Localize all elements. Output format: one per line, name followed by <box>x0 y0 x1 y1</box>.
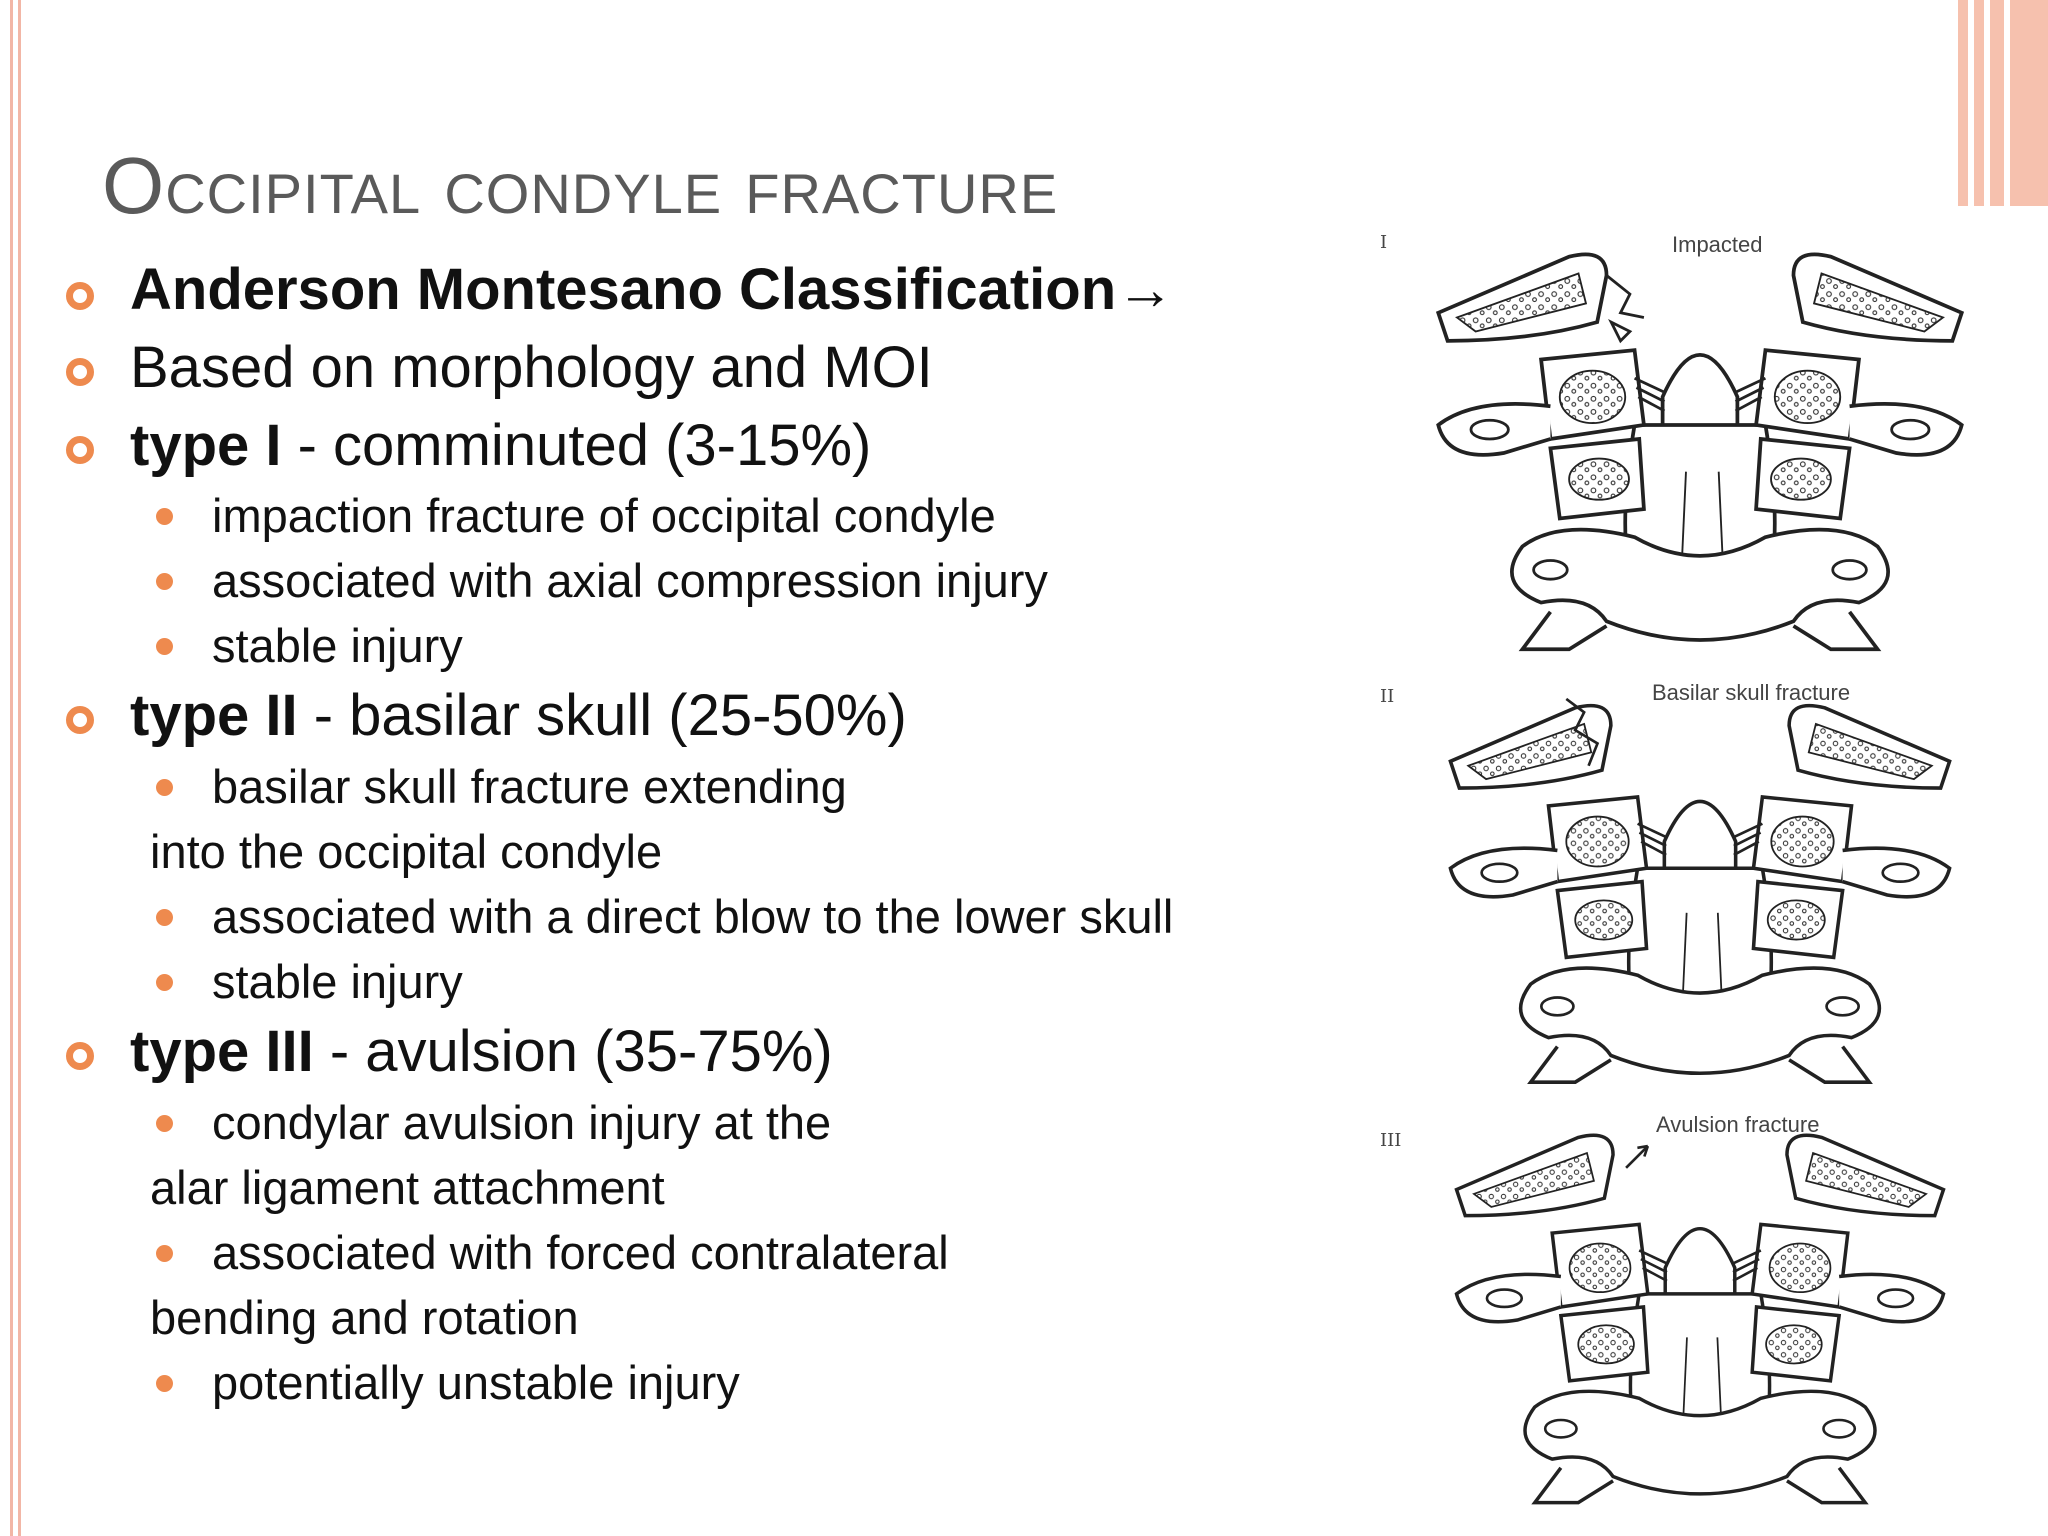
sub-bullet-marker <box>156 573 173 590</box>
sub-bullet: basilar skull fracture extending <box>212 760 847 813</box>
illustration-basilar <box>1448 697 1952 1084</box>
figure-roman-3: III <box>1380 1130 1402 1151</box>
sub-bullet-marker <box>156 974 173 991</box>
slide-title: Occipital condyle fracture <box>102 141 1059 230</box>
sub-bullet-continuation: into the occipital condyle <box>150 825 663 878</box>
sub-bullet: stable injury <box>212 955 463 1008</box>
type-1-label: type I <box>130 413 282 478</box>
sub-bullet-marker <box>156 1115 173 1132</box>
bullet-basis: Based on morphology and MOI <box>130 335 933 400</box>
type-3-label: type III <box>130 1019 314 1084</box>
corner-stripe <box>1990 0 2004 206</box>
sub-bullet-marker <box>156 1375 173 1392</box>
bullet-marker <box>66 358 94 386</box>
sub-bullet-continuation: bending and rotation <box>150 1291 579 1344</box>
bullet-marker <box>66 436 94 464</box>
sub-bullet-continuation: alar ligament attachment <box>150 1161 665 1214</box>
illustration-impacted <box>1436 252 1964 652</box>
figure-caption-3: Avulsion fracture <box>1656 1112 1820 1137</box>
sub-bullet: potentially unstable injury <box>212 1356 740 1409</box>
sub-bullet-marker <box>156 779 173 796</box>
sub-bullet-marker <box>156 909 173 926</box>
illustration-avulsion <box>1454 1133 1946 1505</box>
type-1-desc: - comminuted (3-15%) <box>281 413 872 478</box>
corner-stripe <box>1958 0 1968 206</box>
bullet-classification: Anderson Montesano Classification→ <box>130 256 1174 323</box>
sub-bullet: impaction fracture of occipital condyle <box>212 489 996 542</box>
bullet-marker <box>66 706 94 734</box>
sub-bullet: condylar avulsion injury at the <box>212 1096 832 1149</box>
figure-roman-1: I <box>1380 232 1388 253</box>
left-border-line-inner <box>18 0 21 1536</box>
sub-bullet: stable injury <box>212 619 463 672</box>
figure-caption-1: Impacted <box>1672 232 1763 257</box>
corner-stripe <box>2010 0 2048 206</box>
corner-stripe <box>1974 0 1984 206</box>
figure-roman-2: II <box>1380 686 1395 707</box>
type-3-desc: - avulsion (35-75%) <box>313 1019 833 1084</box>
sub-bullet: associated with axial compression injury <box>212 554 1048 607</box>
slide-number: 40 <box>1876 1324 1905 1354</box>
type-2-label: type II <box>130 683 298 748</box>
bullet-type-1: type I - comminuted (3-15%) <box>130 412 871 479</box>
bullet-marker <box>66 282 94 310</box>
figure-caption-2: Basilar skull fracture <box>1652 680 1851 705</box>
type-2-desc: - basilar skull (25-50%) <box>297 683 907 748</box>
arrow-icon: → <box>1116 257 1175 322</box>
sub-bullet: associated with forced contralateral <box>212 1226 949 1279</box>
sub-bullet-marker <box>156 1245 173 1262</box>
bullet-type-3: type III - avulsion (35-75%) <box>130 1018 833 1085</box>
sub-bullet: associated with a direct blow to the low… <box>212 890 1174 943</box>
bullet-text: Anderson Montesano Classification <box>130 257 1117 322</box>
sub-bullet-marker <box>156 508 173 525</box>
bullet-marker <box>66 1042 94 1070</box>
sub-bullet-marker <box>156 638 173 655</box>
left-border-line <box>10 0 13 1536</box>
bullet-type-2: type II - basilar skull (25-50%) <box>130 682 907 749</box>
